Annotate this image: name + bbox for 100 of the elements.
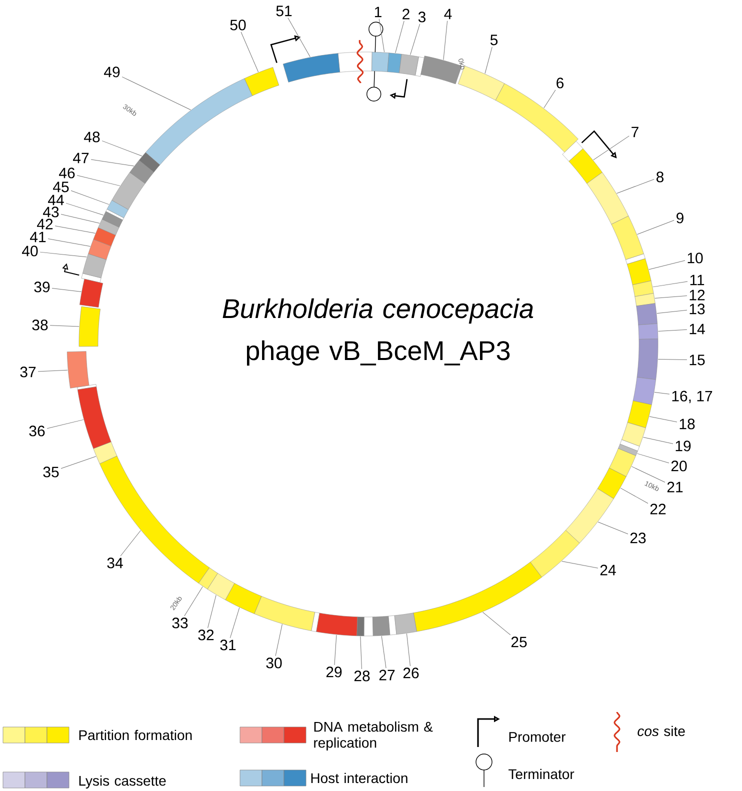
leader-line	[184, 586, 203, 616]
gene-block	[638, 323, 658, 340]
gene-number: 3	[418, 12, 426, 22]
gene-block	[636, 338, 658, 380]
gene-number: 21	[667, 482, 683, 492]
gene-block	[626, 258, 652, 286]
gene-number: 7	[632, 126, 638, 138]
gene-block	[399, 54, 419, 76]
leader-line	[240, 32, 259, 72]
gene-block	[566, 488, 614, 544]
gene-number: 26	[403, 668, 419, 678]
gene-number: 30	[266, 658, 282, 668]
leader-line	[648, 260, 686, 270]
gene-number: 32	[198, 630, 214, 640]
leader-line	[652, 281, 688, 288]
gene-block	[78, 306, 100, 347]
gene-block	[372, 616, 390, 636]
gene-block	[609, 448, 636, 477]
gene-number: 22	[650, 504, 666, 514]
gene-block	[632, 280, 654, 297]
gene-number: 20	[671, 460, 687, 472]
gene-block	[100, 456, 210, 584]
gene-number: 40	[22, 246, 38, 256]
leader-line	[562, 561, 598, 568]
gene-number: 2	[402, 8, 410, 20]
leader-line	[658, 329, 688, 332]
leader-line	[649, 416, 678, 422]
legend-label: Partition formation	[79, 730, 192, 740]
leader-line	[54, 226, 96, 234]
gene-block	[88, 239, 112, 260]
legend-label: cos site	[638, 726, 685, 736]
gene-number: 34	[107, 558, 123, 568]
gene-block	[618, 444, 638, 456]
leader-line	[40, 252, 87, 258]
leader-line	[208, 594, 216, 628]
gene-number: 27	[379, 670, 395, 680]
title: Burkholderia cenocepacia phage vB_BceM_AP3	[222, 298, 534, 366]
gene-number: 33	[172, 618, 188, 628]
gene-block	[632, 377, 656, 405]
gene-number: 41	[30, 232, 46, 242]
gene-block	[225, 583, 262, 614]
gene-block	[394, 612, 417, 635]
gene-block	[611, 216, 644, 260]
gene-block	[138, 152, 160, 172]
leader-line	[70, 190, 110, 205]
leader-line	[60, 456, 96, 469]
gene-number: 45	[53, 182, 69, 192]
gene-block	[627, 400, 652, 428]
legend-label: Terminator	[508, 768, 574, 780]
gene-number: 48	[84, 132, 100, 142]
leader-line	[275, 624, 282, 656]
legend-label: DNA metabolism & replication	[314, 721, 433, 751]
gene-block	[106, 200, 129, 218]
gene-number: 50	[230, 20, 246, 30]
gene-number: 43	[43, 206, 59, 218]
gene-number: 28	[354, 670, 370, 682]
leader-line	[50, 325, 80, 327]
leader-line	[120, 530, 141, 556]
leader-line	[360, 636, 362, 670]
leader-line	[593, 136, 630, 160]
leader-line	[484, 46, 492, 74]
leader-line	[642, 437, 674, 444]
gene-block	[622, 422, 646, 446]
legend-label: Lysis cassette	[79, 775, 166, 789]
gene-block	[207, 573, 235, 600]
gene-block	[82, 254, 106, 278]
gene-block	[636, 303, 658, 326]
gene-block	[66, 351, 90, 388]
gene-number: 10	[688, 252, 703, 264]
gene-block	[282, 53, 340, 82]
gene-number: 46	[59, 168, 75, 178]
leader-line	[288, 18, 310, 58]
gene-block	[198, 567, 218, 590]
leader-line	[378, 18, 385, 52]
leader-line	[122, 76, 191, 110]
gene-number: 51	[276, 6, 292, 16]
gene-block	[80, 278, 104, 308]
gene-block	[316, 612, 358, 636]
leader-line	[60, 214, 100, 224]
gene-number: 13	[690, 304, 705, 314]
leader-line	[46, 419, 84, 429]
gene-block	[254, 596, 315, 631]
leader-line	[654, 296, 688, 298]
gene-number: 15	[690, 354, 705, 366]
gene-number: 18	[680, 418, 695, 430]
gene-block	[112, 172, 146, 210]
leader-line	[598, 522, 628, 534]
gene-block	[530, 530, 580, 578]
legend-label: Promoter	[509, 732, 566, 742]
gene-number: 16, 17	[672, 390, 712, 404]
leader-line	[230, 607, 240, 638]
gene-block	[93, 227, 116, 246]
gene-number: 14	[690, 324, 705, 334]
gene-number: 35	[43, 466, 59, 478]
gene-number: 11	[690, 274, 704, 286]
gene-block	[413, 562, 542, 632]
leader-line	[631, 466, 666, 482]
leader-line	[654, 392, 670, 394]
leader-line	[443, 20, 448, 60]
gene-number: 42	[37, 218, 53, 230]
